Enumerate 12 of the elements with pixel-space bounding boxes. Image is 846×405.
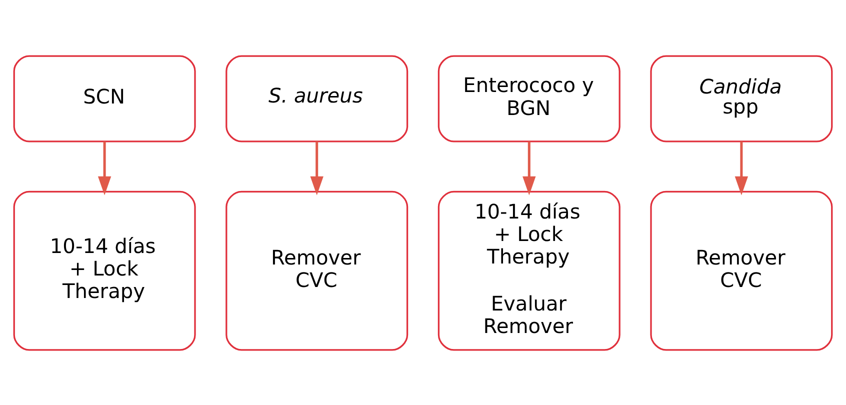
arrow <box>734 140 748 195</box>
node-box: S. aureus <box>226 54 408 142</box>
arrow <box>522 140 536 195</box>
node-box: SCN <box>13 54 196 142</box>
node-box: Remover CVC <box>226 190 408 350</box>
node-box: Candida spp <box>650 54 833 142</box>
node-box: 10-14 días + Lock Therapy Evaluar Remover <box>438 190 620 350</box>
node-box: Enterococo y BGN <box>438 54 620 142</box>
arrow <box>310 140 324 195</box>
node-box: 10-14 días + Lock Therapy <box>13 190 196 350</box>
arrow <box>98 140 112 195</box>
node-box: Remover CVC <box>650 190 833 350</box>
